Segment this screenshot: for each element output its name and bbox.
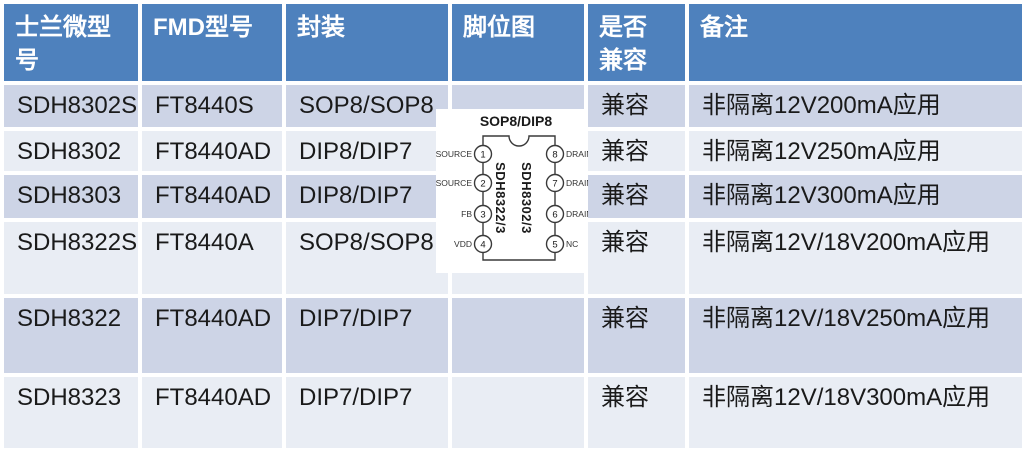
fmd-model-cell: FT8440S	[142, 85, 282, 127]
table-row: SDH8302S FT8440S SOP8/SOP8 兼容 非隔离12V200m…	[4, 85, 1022, 127]
remark-cell: 非隔离12V/18V300mA应用	[689, 377, 1022, 448]
pin-circle-4	[473, 234, 493, 254]
fmd-model-cell: FT8440AD	[142, 175, 282, 218]
chip-label-sdh8302: SDH8302/3	[519, 162, 534, 234]
pin-label-source2: SOURCE	[436, 178, 472, 188]
pin-number-7: 7	[552, 179, 557, 190]
package-cell: SOP8/SOP8	[286, 85, 448, 127]
package-cell: DIP8/DIP7	[286, 175, 448, 218]
pin-label-vdd: VDD	[454, 239, 472, 249]
pin-number-2: 2	[480, 179, 485, 190]
pin-number-6: 6	[552, 210, 557, 221]
fmd-model-cell: FT8440AD	[142, 298, 282, 373]
pin-number-8: 8	[552, 150, 557, 161]
silan-model-cell: SDH8303	[4, 175, 138, 218]
pin-diagram-cell	[452, 377, 584, 448]
pin-number-1: 1	[480, 150, 485, 161]
table-row: SDH8322 FT8440AD DIP7/DIP7 兼容 非隔离12V/18V…	[4, 298, 1022, 373]
remark-cell: 非隔离12V300mA应用	[689, 175, 1022, 218]
pin-circle-3	[473, 204, 493, 224]
remark-cell: 非隔离12V/18V250mA应用	[689, 298, 1022, 373]
package-cell: DIP7/DIP7	[286, 298, 448, 373]
chip-pinout-svg: SOP8/DIP8 SDH8322/3 SDH8302/3 1 2 3 4 SO…	[436, 113, 588, 261]
compatible-cell: 兼容	[588, 131, 685, 171]
chip-pinout-diagram: SOP8/DIP8 SDH8322/3 SDH8302/3 1 2 3 4 SO…	[436, 109, 588, 273]
pinout-title: SOP8/DIP8	[480, 113, 553, 129]
table-row: SDH8323 FT8440AD DIP7/DIP7 兼容 非隔离12V/18V…	[4, 377, 1022, 448]
compatible-cell: 兼容	[588, 85, 685, 127]
remark-cell: 非隔离12V/18V200mA应用	[689, 222, 1022, 294]
col-header-fmd-model: FMD型号	[142, 4, 282, 81]
pin-circle-7	[545, 173, 565, 193]
silan-model-cell: SDH8323	[4, 377, 138, 448]
silan-model-cell: SDH8322	[4, 298, 138, 373]
pin-circle-5	[545, 234, 565, 254]
col-header-package: 封装	[286, 4, 448, 81]
remark-cell: 非隔离12V200mA应用	[689, 85, 1022, 127]
chip-body	[482, 135, 556, 261]
package-cell: DIP7/DIP7	[286, 377, 448, 448]
remark-cell: 非隔离12V250mA应用	[689, 131, 1022, 171]
pin-label-nc: NC	[566, 239, 578, 249]
pin-circle-1	[473, 144, 493, 164]
package-cell: SOP8/SOP8	[286, 222, 448, 294]
compatible-cell: 兼容	[588, 298, 685, 373]
col-header-pin-diagram: 脚位图	[452, 4, 584, 81]
header-row: 士兰微型 号 FMD型号 封装 脚位图 是否 兼容 备注	[4, 4, 1022, 81]
fmd-model-cell: FT8440A	[142, 222, 282, 294]
compatible-cell: 兼容	[588, 377, 685, 448]
pin-diagram-cell	[452, 298, 584, 373]
pin-number-4: 4	[480, 240, 485, 251]
pin-circle-8	[545, 144, 565, 164]
compatible-cell: 兼容	[588, 175, 685, 218]
col-header-silan-model: 士兰微型 号	[4, 4, 138, 81]
pin-number-3: 3	[480, 210, 485, 221]
pin-number-5: 5	[552, 240, 557, 251]
pin-circle-2	[473, 173, 493, 193]
table-row: SDH8303 FT8440AD DIP8/DIP7 兼容 非隔离12V300m…	[4, 175, 1022, 218]
col-header-compatible: 是否 兼容	[588, 4, 685, 81]
pin-circle-6	[545, 204, 565, 224]
col-header-remark: 备注	[689, 4, 1022, 81]
fmd-model-cell: FT8440AD	[142, 131, 282, 171]
silan-model-cell: SDH8302S	[4, 85, 138, 127]
silan-model-cell: SDH8302	[4, 131, 138, 171]
silan-model-cell: SDH8322S	[4, 222, 138, 294]
chip-label-sdh8322: SDH8322/3	[493, 162, 508, 234]
pin-label-source1: SOURCE	[436, 149, 472, 159]
compatible-cell: 兼容	[588, 222, 685, 294]
fmd-model-cell: FT8440AD	[142, 377, 282, 448]
pin-label-fb: FB	[461, 209, 472, 219]
package-cell: DIP8/DIP7	[286, 131, 448, 171]
